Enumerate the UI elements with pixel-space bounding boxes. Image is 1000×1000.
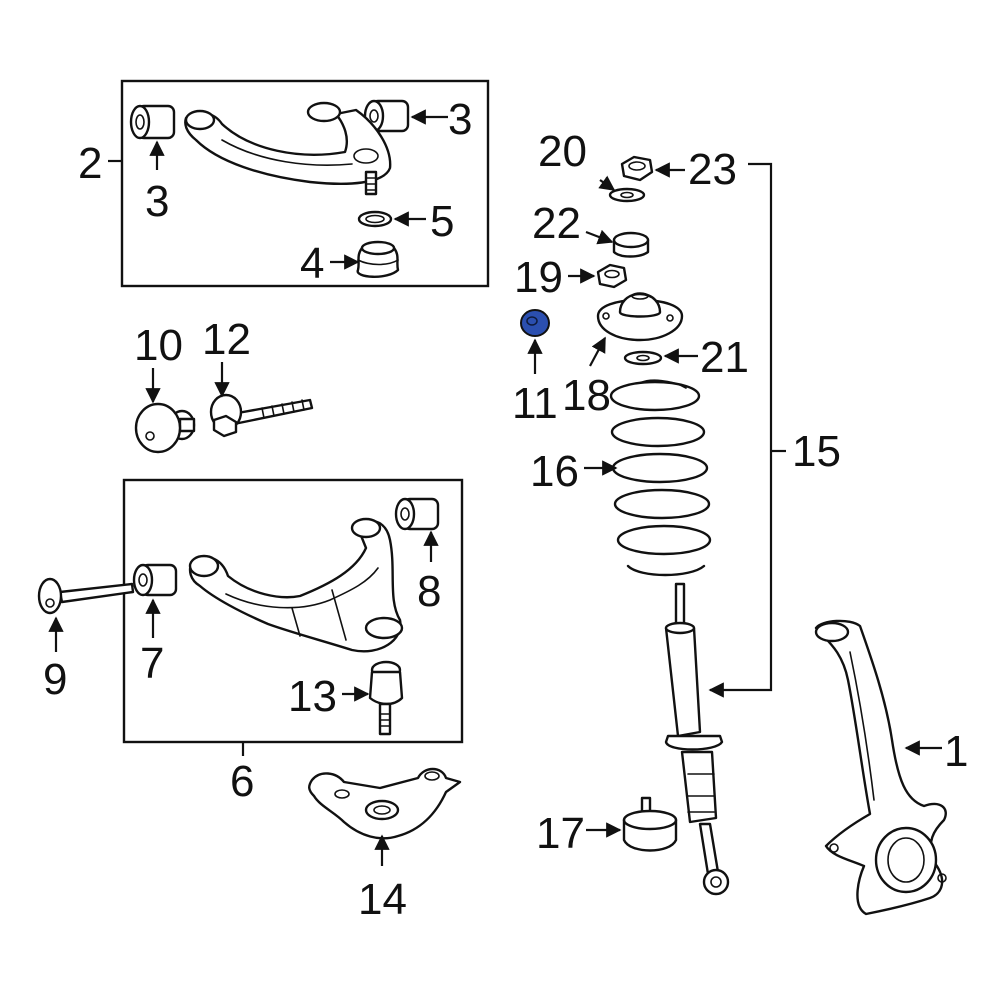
upper-ball-joint-washer[interactable]	[357, 210, 393, 228]
label-7: 7	[140, 639, 164, 688]
strut-mount-nut[interactable]	[596, 263, 628, 289]
leader-22	[585, 229, 614, 245]
label-12: 12	[202, 315, 251, 364]
cam-bolt[interactable]	[209, 393, 314, 438]
lower-arm-group-box	[122, 478, 464, 744]
coil-spring[interactable]	[609, 379, 712, 577]
lower-arm-bracket[interactable]	[308, 767, 462, 840]
label-23: 23	[688, 145, 737, 194]
leader-15-bracket	[708, 162, 773, 698]
cam-washer[interactable]	[134, 402, 196, 454]
label-3-left: 3	[145, 177, 169, 226]
label-21: 21	[700, 333, 749, 382]
upper-arm-bushing-left[interactable]	[129, 104, 176, 140]
label-5: 5	[430, 197, 454, 246]
label-20: 20	[538, 127, 587, 176]
label-2: 2	[78, 139, 102, 188]
strut-shock-absorber[interactable]	[664, 582, 730, 896]
label-22: 22	[532, 199, 581, 248]
label-18: 18	[562, 371, 611, 420]
lower-control-arm[interactable]	[188, 517, 404, 653]
leader-18	[589, 336, 606, 367]
highlighted-part-nut[interactable]	[520, 309, 550, 337]
label-8: 8	[417, 567, 441, 616]
steering-knuckle[interactable]	[814, 619, 947, 916]
strut-upper-washer[interactable]	[608, 187, 646, 203]
label-1: 1	[944, 727, 968, 776]
label-14: 14	[358, 875, 407, 924]
label-4: 4	[300, 239, 324, 288]
upper-arm-group-box	[120, 79, 490, 288]
lower-ball-joint[interactable]	[368, 660, 404, 736]
lower-arm-bushing-rear[interactable]	[394, 497, 440, 531]
coil-spring-insulator[interactable]	[623, 350, 663, 366]
label-3-right: 3	[448, 95, 472, 144]
bump-stop[interactable]	[622, 796, 678, 852]
label-9: 9	[43, 655, 67, 704]
label-11: 11	[512, 379, 558, 428]
label-17: 17	[536, 809, 585, 858]
label-6: 6	[230, 757, 254, 806]
label-16: 16	[530, 447, 579, 496]
upper-ball-joint-boot[interactable]	[356, 240, 400, 278]
strut-upper-nut[interactable]	[620, 155, 654, 182]
label-15: 15	[792, 427, 841, 476]
lower-arm-bolt[interactable]	[37, 577, 135, 615]
label-10: 10	[134, 321, 183, 370]
strut-upper-bushing[interactable]	[612, 231, 650, 258]
lower-arm-bushing-front[interactable]	[132, 563, 178, 597]
strut-upper-mount[interactable]	[596, 292, 684, 342]
label-19: 19	[514, 253, 563, 302]
upper-control-arm[interactable]	[184, 101, 392, 196]
highlighted-part-bore	[526, 316, 538, 326]
leader-20	[598, 175, 616, 191]
label-13: 13	[288, 672, 337, 721]
